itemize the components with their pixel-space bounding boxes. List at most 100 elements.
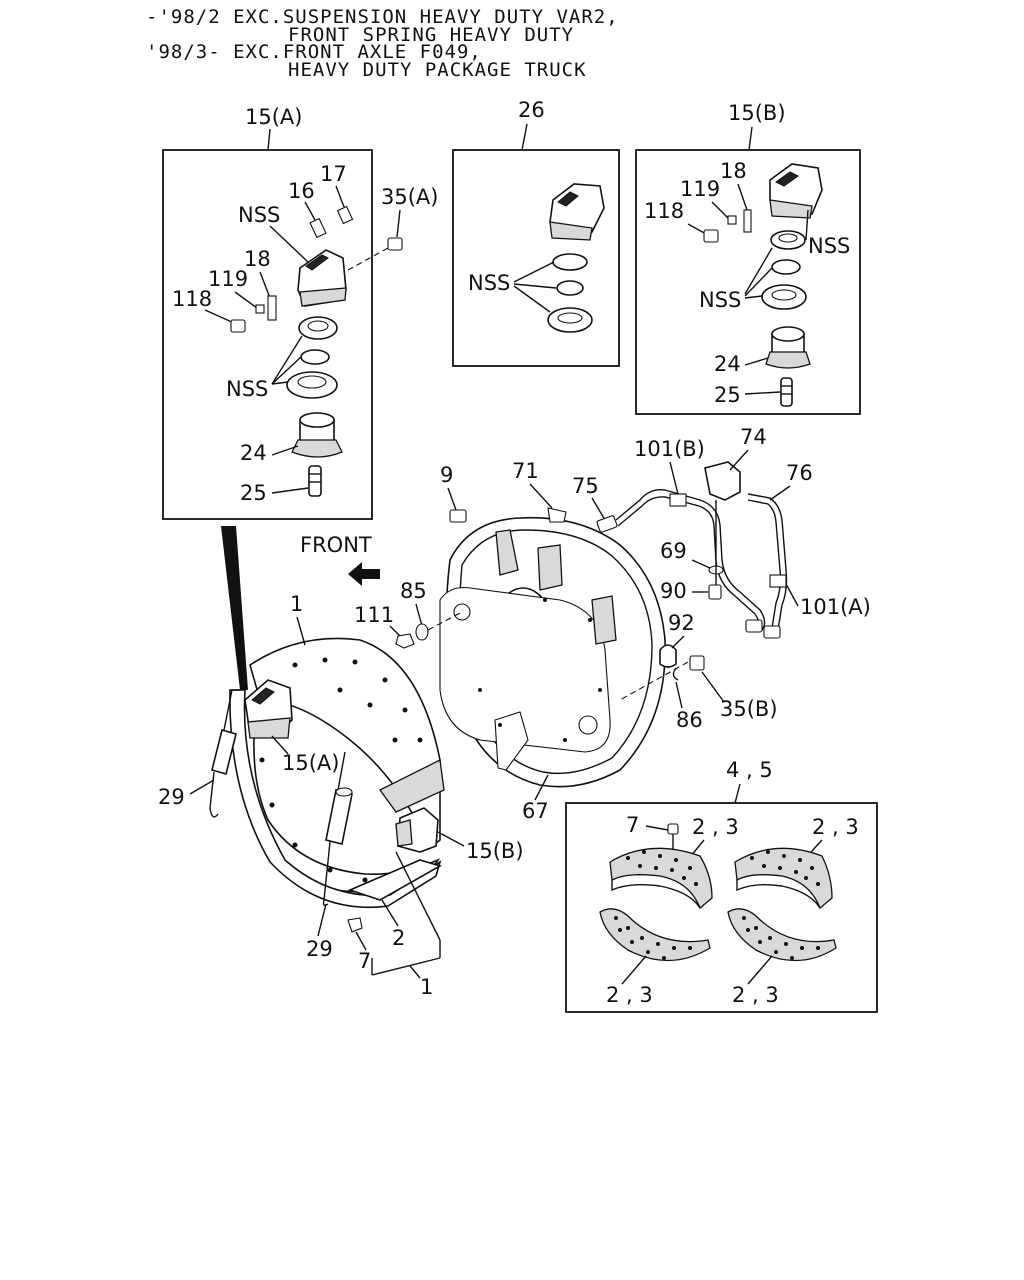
fitting-75-part [596, 515, 618, 533]
callout-29-left: 29 [158, 785, 185, 809]
callout-15b-shoe: 15(B) [466, 839, 524, 863]
backing-plate-part [439, 516, 666, 788]
wheel-cylinder-part-b [769, 163, 823, 219]
bolt-35a-part [387, 237, 403, 251]
header-line-1: -'98/2 EXC.SUSPENSION HEAVY DUTY VAR2, [146, 6, 619, 28]
header-notes: -'98/2 EXC.SUSPENSION HEAVY DUTY VAR2, F… [146, 6, 619, 81]
callout-90: 90 [660, 579, 687, 603]
box-15a-label-nss-2: NSS [226, 377, 268, 401]
callout-69: 69 [660, 539, 687, 563]
brake-shoe-assembly [229, 637, 445, 909]
front-label: FRONT [300, 533, 372, 557]
callout-15a-shoe: 15(A) [282, 751, 339, 775]
header-line-4: HEAVY DUTY PACKAGE TRUCK [288, 59, 587, 81]
box-45-label-7: 7 [626, 813, 639, 837]
box-45-frame [565, 802, 878, 1013]
spring-29-bottom [322, 751, 353, 907]
callout-29-bottom: 29 [306, 937, 333, 961]
box-15a-label-16: 16 [288, 179, 315, 203]
box-45-label-23-b: 2 , 3 [812, 815, 859, 839]
fitting-71-part [547, 507, 567, 523]
wheel-cylinder-on-shoe-a [244, 679, 293, 739]
callout-67: 67 [522, 799, 549, 823]
box-15b-label-18: 18 [720, 159, 747, 183]
callout-1-bottom: 1 [420, 975, 433, 999]
box-15b-label-119: 119 [680, 177, 720, 201]
wheel-cylinder-part-26 [547, 183, 605, 333]
box-45-title: 4 , 5 [726, 758, 773, 782]
callout-101b: 101(B) [634, 437, 705, 461]
box-15a-label-18: 18 [244, 247, 271, 271]
brake-pipe-101b [615, 489, 766, 633]
washer-85-part [415, 623, 429, 641]
callout-111: 111 [354, 603, 394, 627]
box-15b-label-118: 118 [644, 199, 684, 223]
header-line-2: FRONT SPRING HEAVY DUTY [288, 24, 574, 46]
callout-1-top: 1 [290, 592, 303, 616]
callout-75: 75 [572, 474, 599, 498]
callout-2: 2 [392, 926, 405, 950]
front-arrow-icon [348, 562, 380, 586]
brake-lining-part-4 [727, 908, 837, 962]
callout-76: 76 [786, 461, 813, 485]
callout-71: 71 [512, 459, 539, 483]
box-15b-frame [635, 149, 861, 415]
piston-part-a [291, 412, 343, 458]
box-15a-pointer [221, 526, 248, 690]
box-15a-label-17: 17 [320, 162, 347, 186]
callout-101a: 101(A) [800, 595, 871, 619]
bolt-7-part [347, 917, 363, 933]
box-4-5: 4 , 5 7 2 , 3 2 , 3 [565, 758, 878, 1013]
callout-86: 86 [676, 708, 703, 732]
box-15a-label-25: 25 [240, 481, 267, 505]
box-45-label-23-d: 2 , 3 [732, 983, 779, 1007]
box-26: 26 NSS [452, 98, 620, 367]
spring-29-left [209, 689, 240, 818]
box-15b-label-25: 25 [714, 383, 741, 407]
nut-111-part [395, 633, 415, 649]
piston-part-b [765, 326, 811, 369]
box-15a: 15(A) 17 16 NSS 18 119 118 [162, 105, 373, 520]
box-15b-title: 15(B) [728, 101, 786, 125]
callout-9: 9 [440, 463, 453, 487]
callout-85: 85 [400, 579, 427, 603]
box-26-frame [452, 149, 620, 367]
seal-rings-b [761, 230, 807, 310]
box-15b: 15(B) 18 119 118 NSS NSS [635, 101, 861, 415]
box-15a-label-24: 24 [240, 441, 267, 465]
bolt-90-part [708, 584, 722, 600]
callout-35b: 35(B) [720, 697, 778, 721]
box-45-label-23-c: 2 , 3 [606, 983, 653, 1007]
callout-92: 92 [668, 611, 695, 635]
box-15a-label-nss-1: NSS [238, 203, 280, 227]
box-15a-label-119: 119 [208, 267, 248, 291]
brake-lining-part-1 [609, 847, 713, 910]
wheel-cylinder-part [297, 249, 347, 307]
box-26-label-nss: NSS [468, 271, 510, 295]
wheel-cylinder-on-shoe-b [395, 807, 439, 853]
header-line-3: '98/3- EXC.FRONT AXLE F049, [146, 41, 482, 63]
push-rod-part-b [780, 377, 793, 407]
box-15b-label-nss-2: NSS [699, 288, 741, 312]
box-15a-frame [162, 149, 373, 520]
box-15b-label-24: 24 [714, 352, 741, 376]
callout-74: 74 [740, 425, 767, 449]
box-15b-label-nss-1: NSS [808, 234, 850, 258]
box-15a-label-118: 118 [172, 287, 212, 311]
bolt-35b-part [689, 655, 705, 671]
box-15a-title: 15(A) [245, 105, 302, 129]
seal-rings-a [286, 316, 338, 399]
callout-7: 7 [358, 949, 371, 973]
bolt-9-part [449, 509, 467, 523]
brake-pipe-76 [747, 493, 788, 639]
box-45-label-23-a: 2 , 3 [692, 815, 739, 839]
callout-35a: 35(A) [381, 185, 438, 209]
bleeder-screw-part [309, 205, 354, 239]
brake-lining-part-3 [599, 908, 711, 962]
junction-74-part [704, 461, 741, 501]
brake-lining-part-2 [734, 847, 833, 910]
box-26-title: 26 [518, 98, 545, 122]
cap-92-part [659, 644, 677, 668]
push-rod-part-a [308, 465, 322, 497]
